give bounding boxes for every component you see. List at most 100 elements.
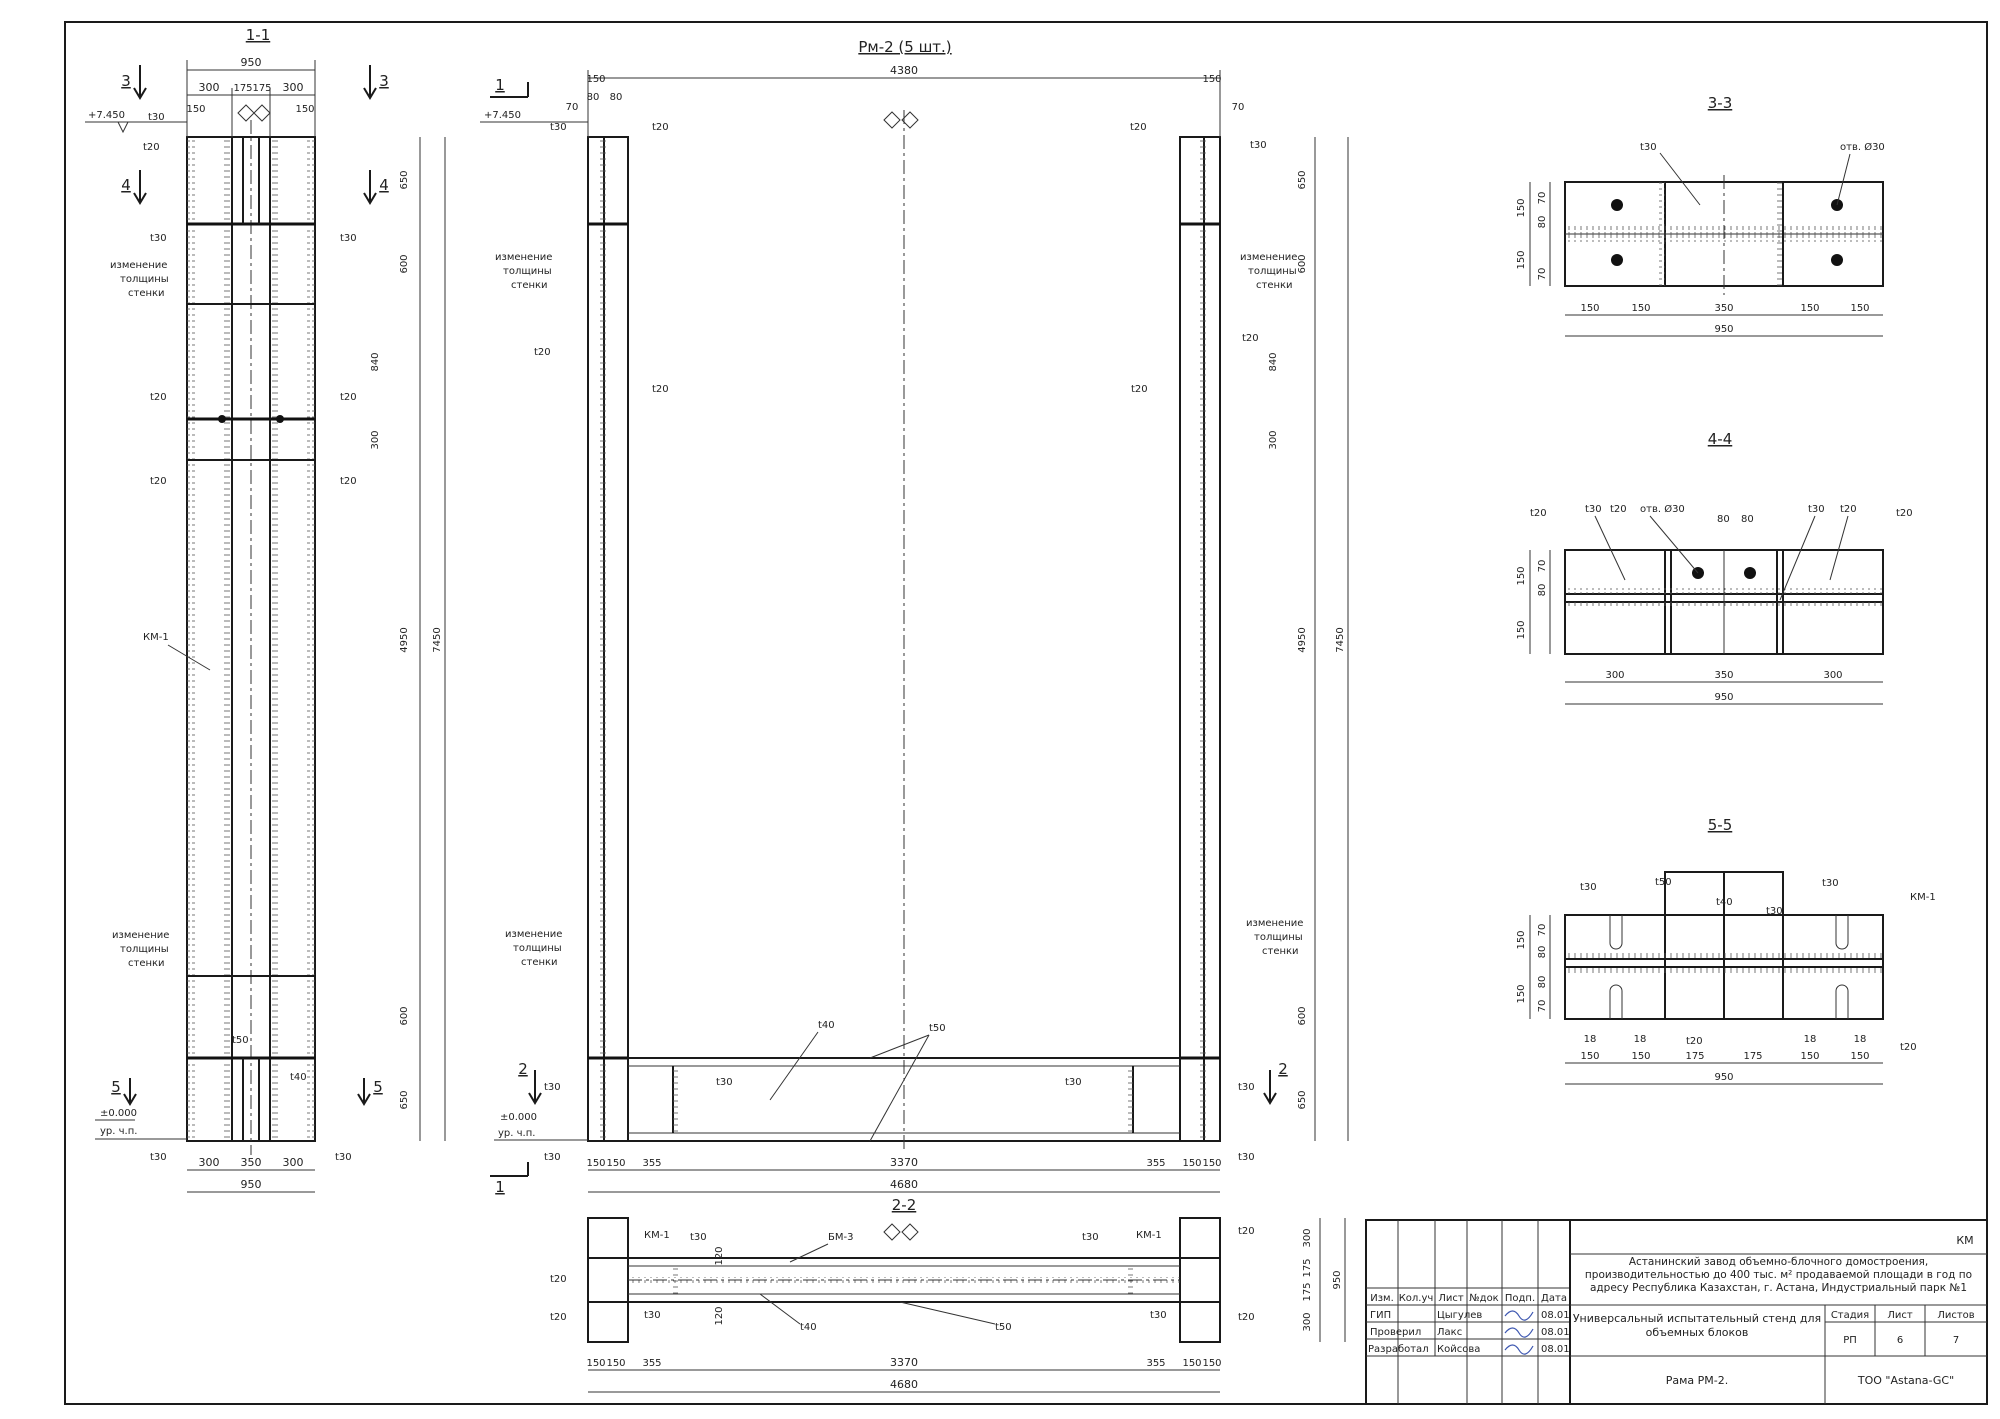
rm2-dim-70b: 70	[1232, 102, 1245, 113]
section-3-3-title: 3-3	[1708, 94, 1733, 112]
tb-role-2: Разработал	[1368, 1344, 1429, 1355]
s55-l80a: 80	[1537, 946, 1548, 959]
s22-t20c: t20	[1238, 1226, 1255, 1237]
tb-drawing-title: Рама РМ-2.	[1666, 1374, 1729, 1387]
rm2-bdim-150c: 150	[1182, 1158, 1201, 1169]
s11-dim-bottom-300b: 300	[283, 1156, 304, 1169]
tb-sheets-label: Листов	[1937, 1310, 1974, 1321]
s11-wall-change-5: толщины	[120, 944, 169, 955]
rm2-bdim-355b: 355	[1146, 1158, 1165, 1169]
section-4-4: 4-4 t20 t30 t20 отв. Ø30 80 80 t30 t20 t…	[1516, 430, 1913, 705]
s44-l7: t20	[1840, 504, 1857, 515]
s33-bdim-350: 350	[1714, 303, 1733, 314]
s11-wall-change-6: стенки	[128, 958, 165, 969]
s55-d18d: 18	[1854, 1034, 1867, 1045]
s11-dim-300-left: 300	[199, 81, 220, 94]
s44-ldim-150a: 150	[1516, 566, 1527, 585]
cut-2-left: 2	[518, 1060, 528, 1078]
s11-dim-4950: 4950	[399, 627, 410, 652]
s55-l70a: 70	[1537, 924, 1548, 937]
s44-ldim-150b: 150	[1516, 620, 1527, 639]
rm2-dim-300: 300	[1268, 430, 1279, 449]
rm2-l4: t30	[1250, 140, 1267, 151]
cut-4-left: 4	[121, 176, 131, 194]
s22-rdim-300b: 300	[1302, 1312, 1313, 1331]
rm2-t40: t40	[818, 1020, 835, 1031]
s22-t20b: t20	[550, 1312, 567, 1323]
s44-l5: 80	[1741, 514, 1754, 525]
s33-bdim-950: 950	[1714, 324, 1733, 335]
s11-floor: ур. ч.п.	[100, 1126, 137, 1137]
s55-t40: t40	[1716, 897, 1733, 908]
section-1-1: 1-1 950 300 175 175 300 150 150	[85, 26, 446, 1193]
tb-name-1: Лакс	[1437, 1327, 1462, 1338]
s22-t20d: t20	[1238, 1312, 1255, 1323]
tb-sheets-total: 7	[1953, 1335, 1959, 1346]
rm2-elev-zero: ±0.000	[500, 1112, 537, 1123]
cut-3-right: 3	[379, 72, 389, 90]
s55-d150c: 150	[1800, 1051, 1819, 1062]
s22-t30b: t30	[1082, 1232, 1099, 1243]
tb-project-title: Астанинский завод объемно-блочного домос…	[1584, 1256, 1973, 1294]
s11-dim-650a: 650	[399, 170, 410, 189]
rm2-bdim-150a: 150	[586, 1158, 605, 1169]
tb-name-2: Койсова	[1437, 1344, 1480, 1355]
rm2-span-4380: 4380	[890, 64, 918, 77]
cut-4-right: 4	[379, 176, 389, 194]
s55-t20b: t20	[1900, 1042, 1917, 1053]
s22-t20a: t20	[550, 1274, 567, 1285]
rm2-dim-650a: 650	[1297, 170, 1308, 189]
s11-dim-bottom-300a: 300	[199, 1156, 220, 1169]
s44-bdim-300b: 300	[1823, 670, 1842, 681]
tb-col-date: Дата	[1541, 1293, 1567, 1304]
rm2-dim-80a: 80	[587, 92, 600, 103]
cut-5-right: 5	[373, 1078, 383, 1096]
s22-rdim-175a: 175	[1302, 1258, 1313, 1277]
s55-l80b: 80	[1537, 976, 1548, 989]
rm2-dim-600a: 600	[1297, 254, 1308, 273]
s11-wall-change-3: стенки	[128, 288, 165, 299]
s22-km1-left: КМ-1	[644, 1230, 670, 1241]
signature-1	[1504, 1327, 1534, 1338]
rm2-t30c: t30	[544, 1082, 561, 1093]
rm2-dim-70a: 70	[566, 102, 579, 113]
frame-rm2-elevation: Рм-2 (5 шт.) 4380 150 150 80 80 70 70 1	[480, 38, 1349, 1196]
s11-label-t30b: t30	[150, 233, 167, 244]
section-2-2: 2-2 300 175 175 300 950 150 150 355 3370…	[550, 1196, 1346, 1393]
s22-t30c: t30	[644, 1310, 661, 1321]
s33-ldim-150b: 150	[1516, 250, 1527, 269]
s11-dim-600b: 600	[399, 1006, 410, 1025]
s11-label-t30: t30	[148, 112, 165, 123]
s22-rdim-175b: 175	[1302, 1282, 1313, 1301]
s11-dim-bottom-950: 950	[241, 1178, 262, 1191]
rm2-t30e: t30	[544, 1152, 561, 1163]
rm2-wc12: стенки	[1262, 946, 1299, 957]
section-4-4-title: 4-4	[1708, 430, 1733, 448]
section-3-3: 3-3 t30 отв. Ø30 150 150 350 150 150 950…	[1516, 94, 1885, 337]
rm2-bdim-4680: 4680	[890, 1178, 918, 1191]
s22-bdim-150b: 150	[606, 1358, 625, 1369]
s22-bdim-3370: 3370	[890, 1356, 918, 1369]
s44-bdim-350: 350	[1714, 670, 1733, 681]
rm2-l2: t20	[652, 122, 669, 133]
s11-dim-950-top: 950	[241, 56, 262, 69]
frame-rm2-title: Рм-2 (5 шт.)	[858, 38, 951, 56]
s44-l4: 80	[1717, 514, 1730, 525]
s55-t30c: t30	[1822, 878, 1839, 889]
tb-col-izm: Изм.	[1370, 1293, 1394, 1304]
s11-dim-650b: 650	[399, 1090, 410, 1109]
s44-ldim-70: 70	[1537, 560, 1548, 573]
s22-120a: 120	[714, 1246, 725, 1265]
cut-1-bottom: 1	[495, 1178, 505, 1196]
s22-t40: t40	[800, 1322, 817, 1333]
rm2-wc4: изменение	[1240, 252, 1297, 263]
s22-t30d: t30	[1150, 1310, 1167, 1321]
s22-bdim-355b: 355	[1146, 1358, 1165, 1369]
s55-t50: t50	[1655, 877, 1672, 888]
signature-0	[1504, 1310, 1534, 1321]
rm2-floor: ур. ч.п.	[498, 1128, 535, 1139]
tb-name-0: Цыгулев	[1437, 1310, 1482, 1321]
tb-col-koluch: Кол.уч	[1399, 1293, 1434, 1304]
tb-sheet-label: Лист	[1887, 1310, 1913, 1321]
